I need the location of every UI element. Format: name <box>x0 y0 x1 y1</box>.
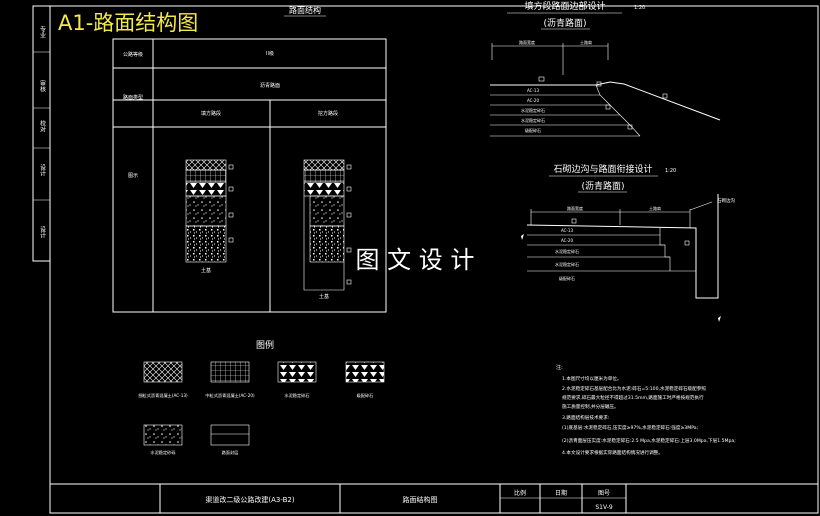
fill-edge-dim-left: 路面宽度 <box>519 39 535 45</box>
ditch-dim-left: 路面宽度 <box>567 205 583 211</box>
legend-title: 图例 <box>256 339 274 351</box>
pavement-type-value: 沥青路面 <box>260 82 280 89</box>
ditch-scale: 1:20 <box>665 168 676 174</box>
title-block-drawing-no: S1V-9 <box>595 504 613 511</box>
ditch-layer: AC-13 <box>561 228 573 233</box>
row-label-pavement-type: 路面类型 <box>123 94 143 101</box>
title-block-date-label: 日期 <box>555 489 567 497</box>
legend-label: 水泥稳定砂砾 <box>150 449 175 456</box>
left-strip <box>32 5 51 262</box>
fill-edge-layer: 级配碎石 <box>525 127 541 133</box>
legend: 细粒式沥青混凝土(AC-13) 中粒式沥青混凝土(AC-20) 水泥稳定碎石 级… <box>138 361 385 456</box>
note-line: 2.水泥稳定碎石基层配合比为水泥:碎石=5:100,水泥稳定碎石级配参照 <box>562 385 706 392</box>
legend-swatch-cement <box>277 361 317 383</box>
ditch-callout: 石砌边沟 <box>717 197 735 204</box>
fill-edge-dim-right: 土路肩 <box>580 39 592 45</box>
title-block-drawing-no-label: 图号 <box>598 490 610 497</box>
left-strip-label: 设计 <box>39 163 46 177</box>
ditch-title: 石砌边沟与路面衔接设计 <box>553 163 652 175</box>
legend-swatch-ac13 <box>143 361 183 383</box>
subgrade-label-cut: 土基 <box>319 293 329 300</box>
pavement-table <box>112 38 387 313</box>
fill-section-column: 土基 <box>185 159 234 274</box>
fill-edge-title: 填方段路面边部设计 <box>524 0 605 12</box>
note-line: (1)底基层:水泥稳定碎石,压实度≥97%,水泥稳定碎石:强度≥3MPa; <box>562 424 699 431</box>
legend-swatch-seal <box>210 424 250 446</box>
left-strip-label: 校对 <box>39 119 46 132</box>
notes-heading: 注: <box>556 364 563 371</box>
ditch-subtitle: (沥青路面) <box>581 180 624 192</box>
row-label-diagram: 图示 <box>128 173 138 179</box>
left-strip-label: 专业 <box>39 25 46 38</box>
sheet-title: A1-路面结构图 <box>58 11 198 35</box>
ditch-layer: 水泥稳定碎石 <box>555 248 579 254</box>
legend-label: 中粒式沥青混凝土(AC-20) <box>205 392 255 399</box>
ditch-drawing: 路面宽度 土路肩 石砌边沟 AC-13 AC-20 水泥稳定碎石 水泥稳定碎石 … <box>521 194 735 322</box>
ditch-layer: 水泥稳定碎石 <box>555 261 579 267</box>
fill-edge-layer: AC-13 <box>527 88 539 93</box>
col-label-cut: 挖方路段 <box>318 110 338 117</box>
legend-swatch-sand <box>143 424 183 446</box>
subgrade-label-fill: 土基 <box>201 267 211 274</box>
note-line: 施工质量控制,并分层碾压。 <box>562 403 619 410</box>
ditch-dim-right: 土路肩 <box>649 205 661 211</box>
cut-section-column: 土基 <box>303 159 352 300</box>
fill-edge-layer: AC-20 <box>527 98 539 103</box>
fill-edge-layer: 水泥稳定碎石 <box>521 107 545 113</box>
ditch-layer: AC-20 <box>561 238 573 243</box>
legend-label: 级配碎石 <box>357 392 374 399</box>
ditch-layer: 级配碎石 <box>559 275 575 281</box>
watermark: 图 文 设 计 <box>356 246 475 274</box>
row-label-highway: 公路等级 <box>123 51 143 58</box>
legend-label: 路面封层 <box>222 449 239 456</box>
fill-edge-scale: 1:20 <box>634 5 645 11</box>
fill-edge-subtitle: (沥青路面) <box>543 17 586 29</box>
legend-swatch-gravel <box>345 361 385 383</box>
left-strip-label: 设计 <box>39 225 46 239</box>
title-block: 渠道改二级公路改建(A3-B2) 路面结构图 比例 日期 图号 S1V-9 <box>50 483 818 513</box>
pavement-table-title: 路面结构 <box>289 5 321 15</box>
legend-swatch-ac20 <box>210 361 250 383</box>
note-line: (2)沥青面层压实度:水泥稳定碎石:2.5 Mpa,水泥稳定碎石:上层3.0Mp… <box>562 437 736 444</box>
note-line: 3.路面结构层技术要求: <box>562 414 610 421</box>
fill-edge-layer: 水泥稳定碎石 <box>521 117 545 123</box>
title-block-scale-label: 比例 <box>514 489 526 497</box>
highway-grade-value: II级 <box>266 50 274 57</box>
legend-label: 细粒式沥青混凝土(AC-13) <box>138 392 188 399</box>
legend-label: 水泥稳定碎石 <box>284 392 309 399</box>
fill-edge-drawing: 路面宽度 土路肩 AC-13 AC-20 水泥稳定碎石 水泥稳定碎石 级配碎石 <box>490 39 721 137</box>
title-block-drawing-name: 路面结构图 <box>403 495 438 504</box>
note-line: 1.本图尺寸均以厘米为单位。 <box>562 375 622 382</box>
title-block-project: 渠道改二级公路改建(A3-B2) <box>205 495 295 504</box>
note-line: 4.本文设计要求根据实际路面结构情况进行调整。 <box>562 449 663 456</box>
left-strip-label: 审核 <box>39 79 46 93</box>
col-label-fill: 填方路段 <box>201 110 221 117</box>
note-line: 规范要求,碎石最大粒径不得超过31.5mm,路面施工时严格按规范执行 <box>562 394 704 401</box>
notes: 注: 1.本图尺寸均以厘米为单位。 2.水泥稳定碎石基层配合比为水泥:碎石=5:… <box>556 364 736 456</box>
